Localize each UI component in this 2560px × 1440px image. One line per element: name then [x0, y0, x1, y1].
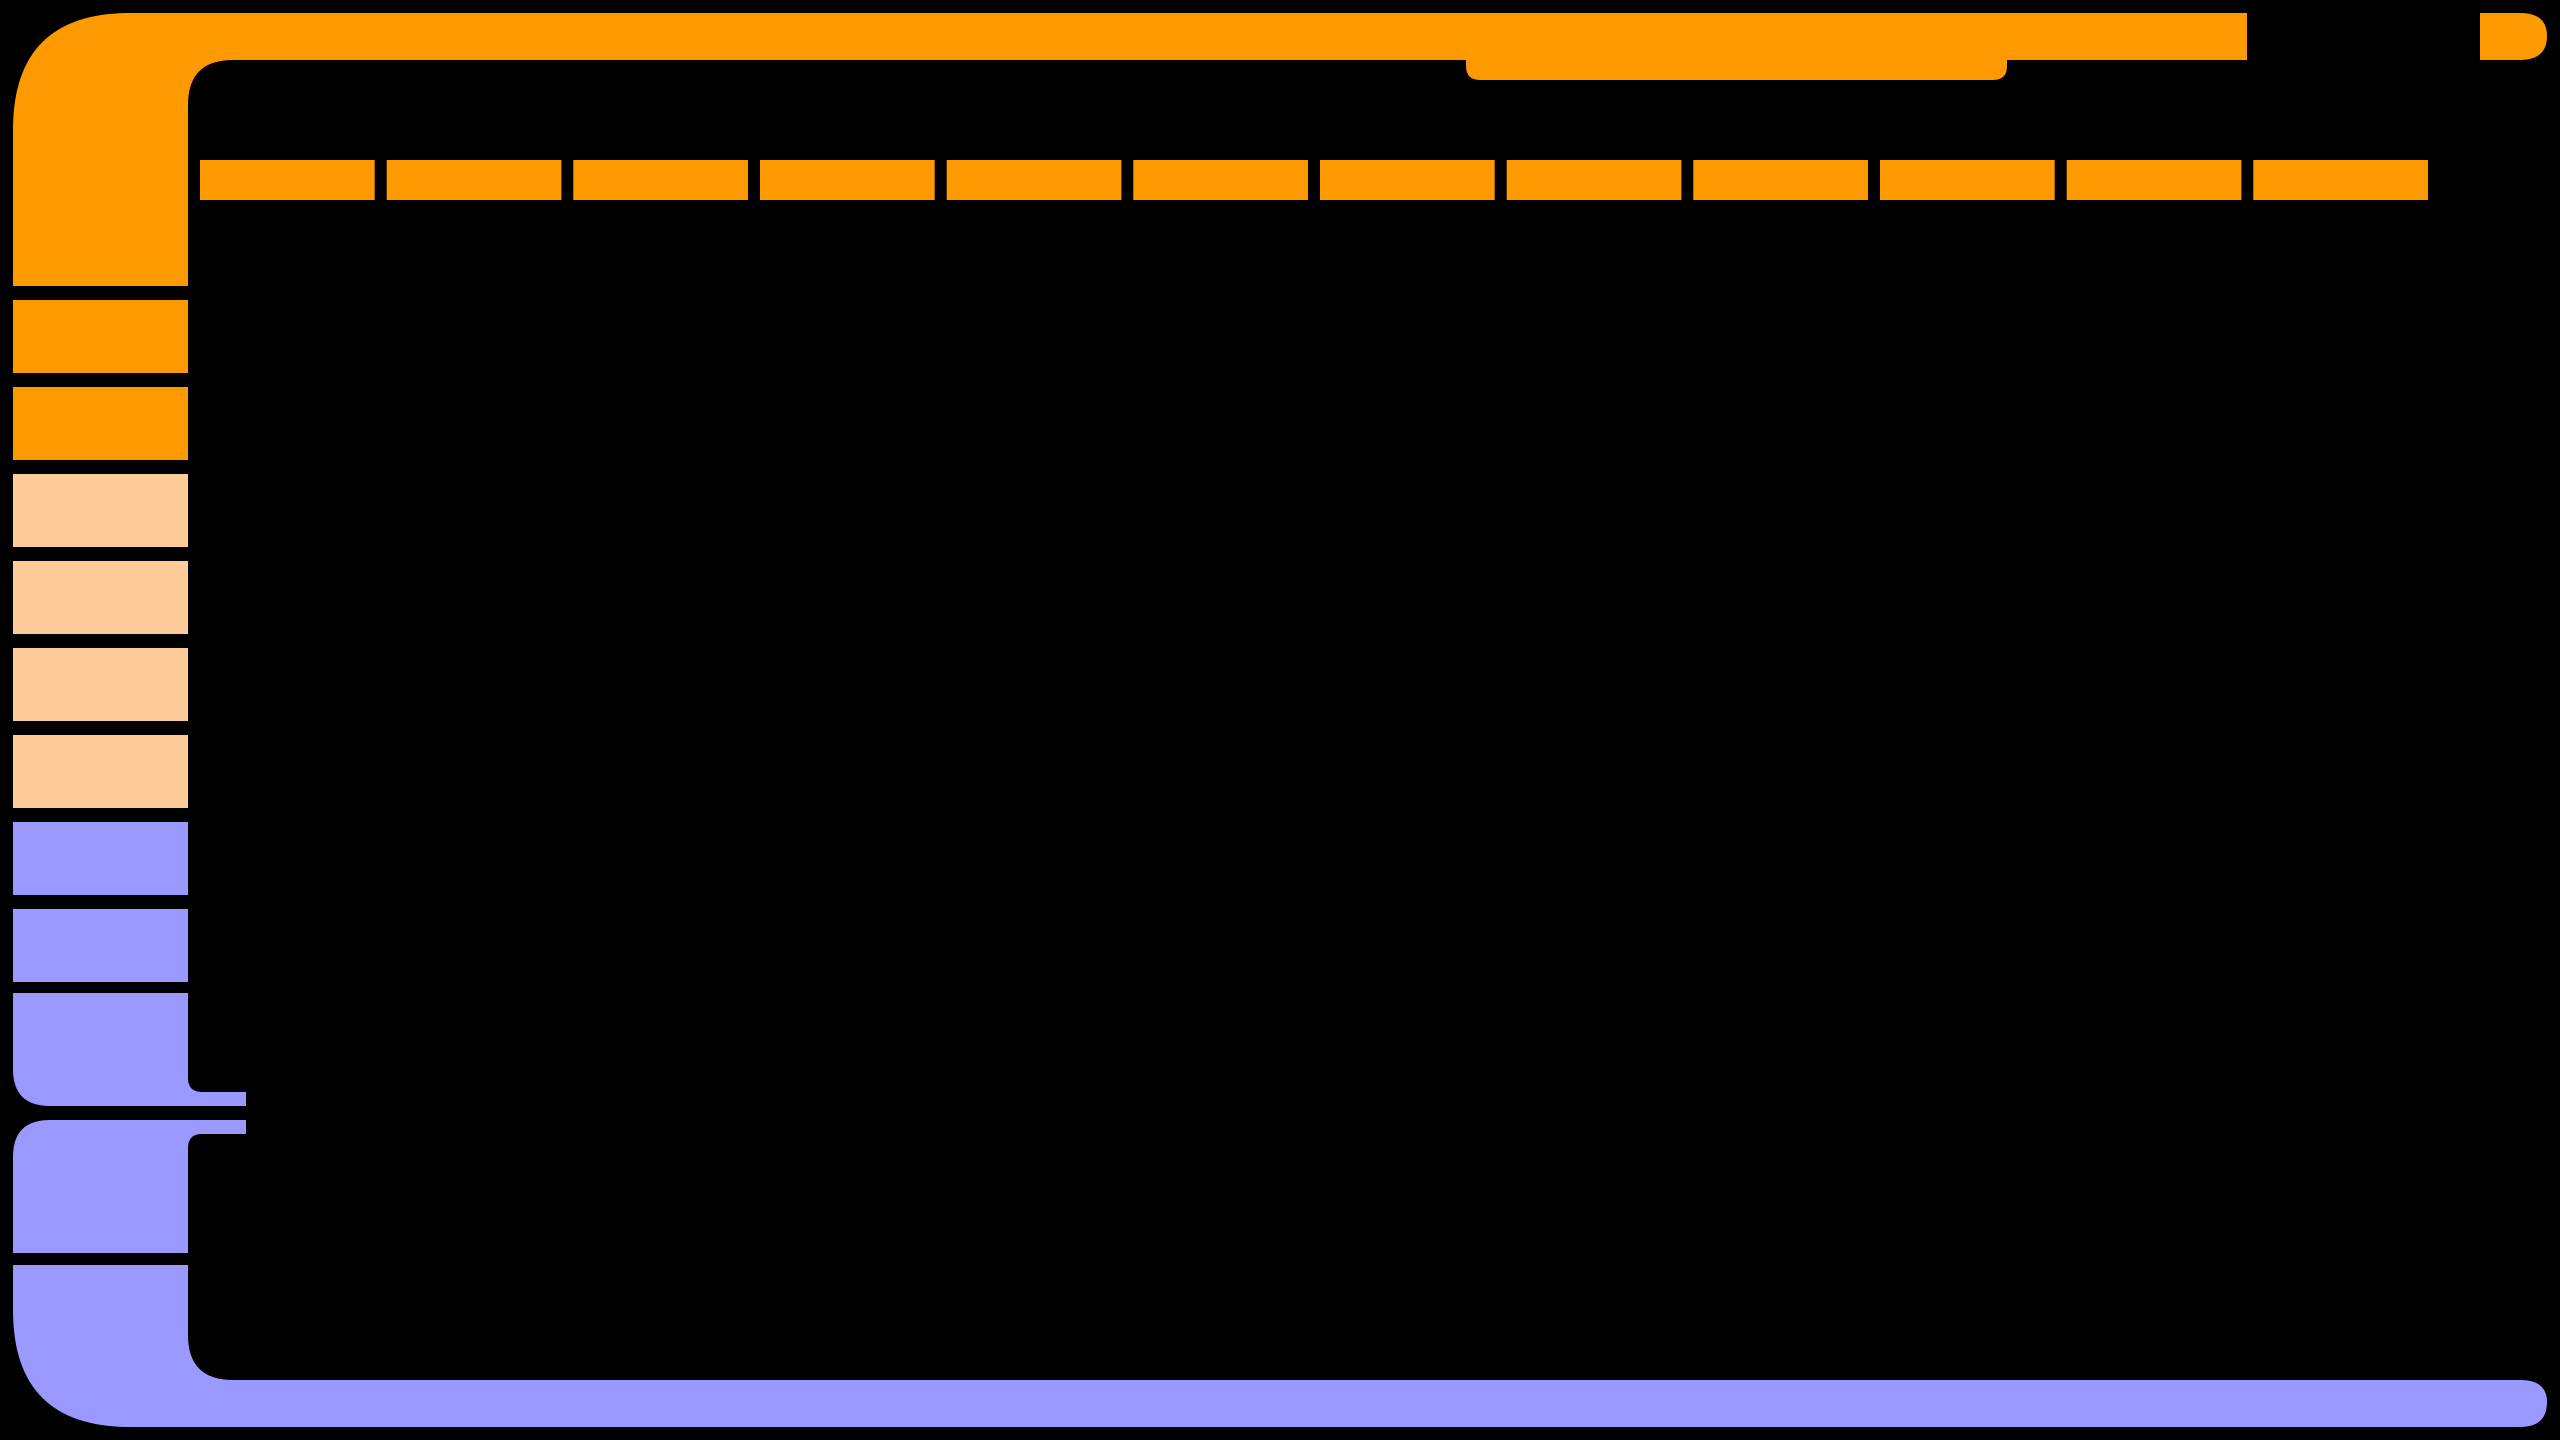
bottom-elbow: [13, 1265, 2547, 1427]
top-strip-segment-11[interactable]: [2066, 160, 2242, 200]
side-button-8[interactable]: [13, 822, 188, 895]
sidebar-lower-bracket-top[interactable]: [13, 993, 246, 1106]
side-button-9[interactable]: [13, 909, 188, 982]
side-button-4[interactable]: [13, 474, 188, 547]
top-strip-segment-5[interactable]: [946, 160, 1122, 200]
top-strip-segment-7[interactable]: [1320, 160, 1495, 200]
top-elbow: [13, 13, 2247, 213]
side-button-5[interactable]: [13, 561, 188, 634]
top-strip-segment-10[interactable]: [1880, 160, 2055, 200]
side-button-6[interactable]: [13, 648, 188, 721]
top-tab[interactable]: [1466, 60, 2007, 80]
top-segment-strip: [200, 160, 2428, 200]
top-strip-segment-12[interactable]: [2253, 160, 2428, 200]
top-strip-segment-8[interactable]: [1506, 160, 1682, 200]
side-button-1[interactable]: [13, 213, 188, 286]
top-strip-segment-2[interactable]: [386, 160, 562, 200]
side-button-2[interactable]: [13, 300, 188, 373]
bottom-elbow-notch: [188, 1331, 234, 1335]
top-strip-segment-6[interactable]: [1133, 160, 1308, 200]
side-button-3[interactable]: [13, 387, 188, 460]
top-elbow-notch: [188, 105, 234, 109]
top-right-endcap[interactable]: [2480, 13, 2547, 60]
sidebar-lower-bracket-bottom[interactable]: [13, 1120, 246, 1253]
top-strip-segment-4[interactable]: [760, 160, 935, 200]
top-strip-segment-1[interactable]: [200, 160, 375, 200]
side-button-7[interactable]: [13, 735, 188, 808]
sidebar-buttons: [13, 213, 188, 982]
top-strip-segment-9[interactable]: [1693, 160, 1868, 200]
top-strip-segment-3[interactable]: [573, 160, 748, 200]
